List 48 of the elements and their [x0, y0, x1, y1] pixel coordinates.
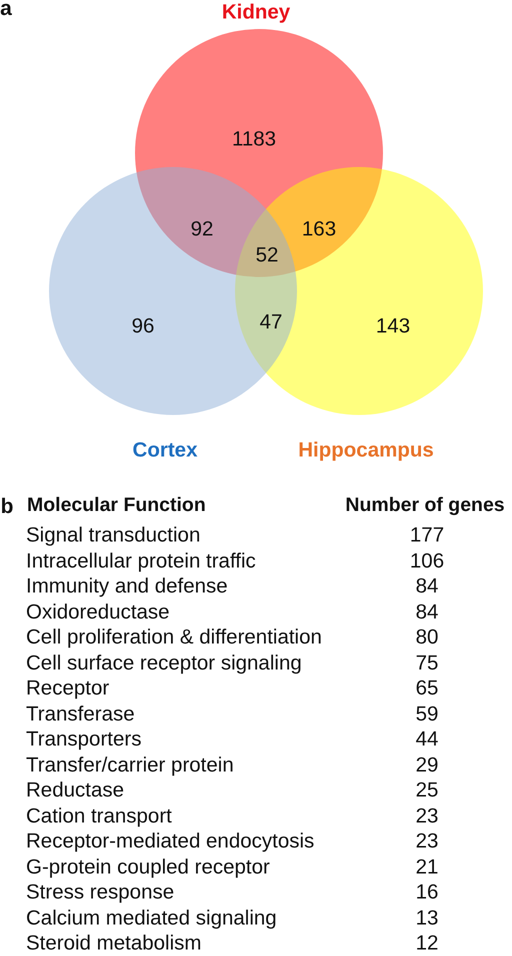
column-header: Molecular Function: [27, 495, 206, 517]
region-count: 163: [302, 218, 336, 242]
panel-label: a: [0, 0, 12, 21]
panel-label: b: [0, 495, 14, 519]
table-cell: 44: [416, 728, 438, 752]
table-cell: 12: [416, 932, 438, 956]
table-cell: Steroid metabolism: [26, 932, 202, 956]
region-count: 96: [132, 316, 154, 338]
table-cell: Intracellular protein traffic: [26, 550, 256, 573]
table-cell: 75: [416, 652, 438, 675]
table-cell: Receptor-mediated endocytosis: [26, 830, 314, 854]
table-cell: 177: [410, 524, 444, 548]
region-count: 47: [260, 312, 282, 334]
table-cell: 16: [416, 882, 438, 904]
set-label: Kidney: [222, 2, 290, 24]
table-cell: Cell proliferation & differentiation: [26, 626, 322, 650]
table-cell: Receptor: [26, 678, 110, 700]
table-cell: G-protein coupled receptor: [26, 856, 270, 879]
table-cell: Cell surface receptor signaling: [26, 652, 302, 675]
table-cell: 23: [416, 830, 438, 854]
table-cell: 59: [416, 703, 438, 726]
table-cell: 84: [416, 601, 438, 624]
table-cell: Stress response: [26, 882, 174, 904]
table-cell: 13: [416, 907, 438, 930]
table-cell: Calcium mediated signaling: [26, 907, 277, 930]
region-count: 52: [256, 244, 278, 268]
table-cell: 80: [416, 626, 438, 650]
table-cell: Transferase: [26, 703, 135, 726]
table-cell: 84: [416, 576, 438, 598]
table-cell: Signal transduction: [26, 524, 200, 548]
table-cell: Transporters: [26, 728, 142, 752]
table-cell: Oxidoreductase: [26, 601, 170, 624]
table-cell: Cation transport: [26, 805, 172, 828]
column-header: Number of genes: [345, 495, 505, 517]
table-cell: Reductase: [26, 780, 124, 802]
set-label: Hippocampus: [298, 440, 434, 462]
table-cell: Immunity and defense: [26, 576, 228, 598]
set-label: Cortex: [132, 440, 198, 462]
region-count: 1183: [232, 128, 276, 152]
region-count: 143: [376, 316, 410, 338]
region-count: 92: [190, 218, 214, 242]
table-cell: 21: [416, 856, 438, 879]
table-cell: 65: [416, 678, 438, 700]
table-cell: 29: [416, 754, 438, 777]
table-cell: 25: [416, 780, 438, 802]
table-cell: Transfer/carrier protein: [26, 754, 234, 777]
table-cell: 106: [410, 550, 444, 573]
table-cell: 23: [416, 805, 438, 828]
